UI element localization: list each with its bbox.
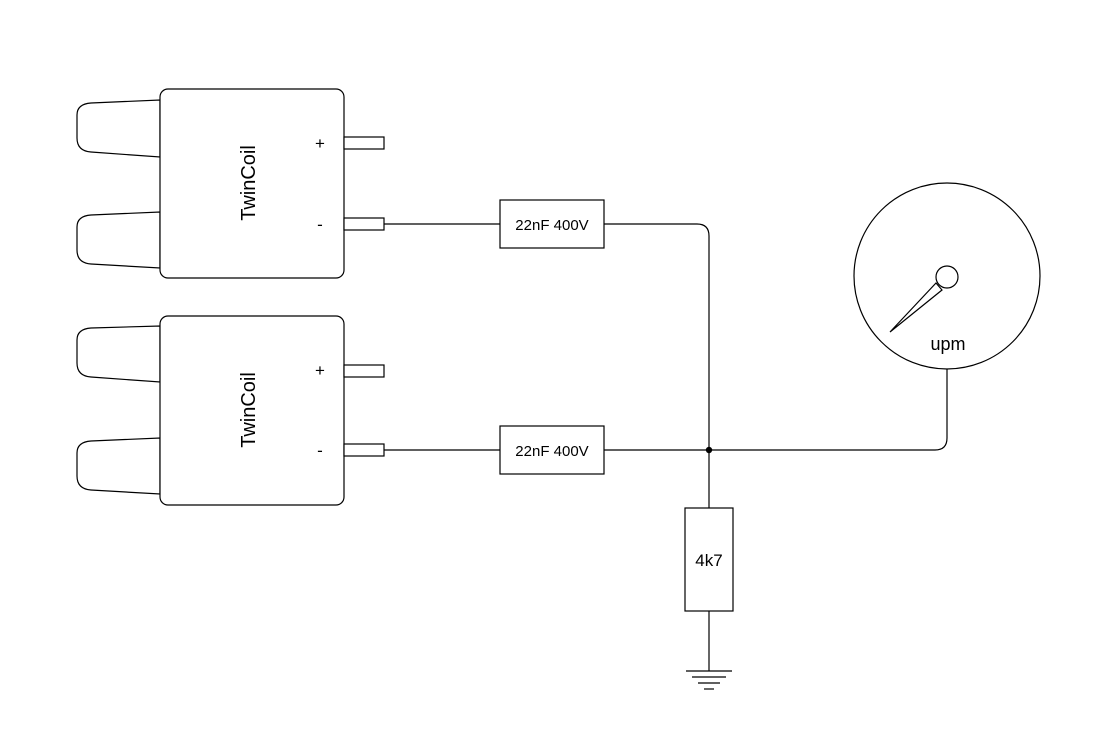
coil-1-plus-terminal [343,136,385,150]
ground-symbol [686,670,732,690]
coil-1-plug-lead-lower [76,211,161,269]
capacitor-1-label: 22nF 400V [515,217,588,234]
junction-dot [705,446,713,454]
resistor-body [684,507,734,612]
resistor: 4k7 [684,507,734,612]
coil-2-plug-lead-upper [76,325,161,383]
coil-1-plug-lead-upper [76,99,161,158]
coil-2-body [159,315,345,506]
capacitor-2: 22nF 400V [499,425,605,475]
ignition-coil-1: TwinCoil + - [76,88,385,279]
resistor-label: 4k7 [695,551,722,570]
coil-2-plus-terminal [343,364,385,378]
coil-1-body [159,88,345,279]
coil-2-plug-lead-lower [76,437,161,495]
coil-2-minus-terminal [343,443,385,457]
wire-junction-to-gauge [709,369,948,451]
gauge-pivot [935,265,959,289]
coil-2-plus-label: + [315,361,325,380]
capacitor-2-body [499,425,605,475]
coil-1-minus-terminal [343,217,385,231]
wires [384,223,948,671]
coil-1-minus-label: - [317,215,323,234]
gauge-needle [889,282,943,333]
coil-2-minus-label: - [317,441,323,460]
capacitor-1: 22nF 400V [499,199,605,249]
ignition-coil-2: TwinCoil + - [76,315,385,506]
capacitor-2-label: 22nF 400V [515,443,588,460]
capacitor-1-body [499,199,605,249]
gauge-label: upm [930,334,965,354]
coil-2-label: TwinCoil [238,372,260,448]
coil-1-plus-label: + [315,134,325,153]
rpm-gauge: upm [853,182,1041,370]
coil-1-label: TwinCoil [238,145,260,221]
wire-capacitor-1-to-junction [604,223,710,450]
